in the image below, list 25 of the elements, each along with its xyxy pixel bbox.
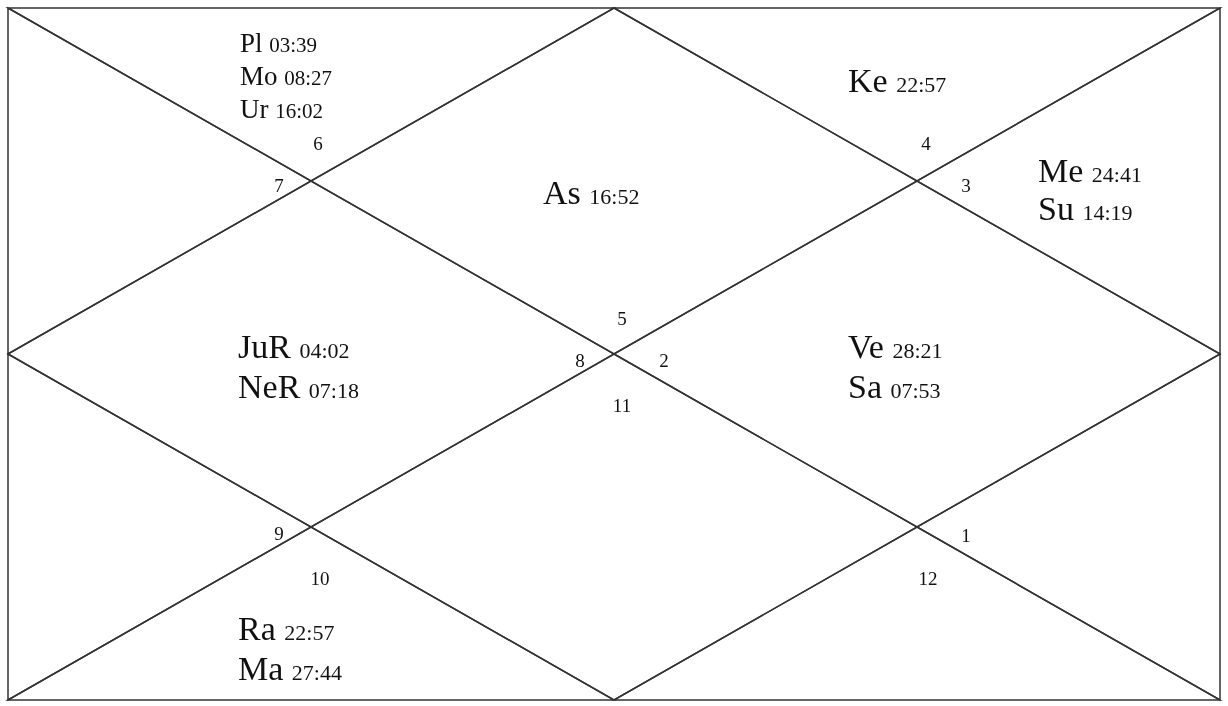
house-number: 10: [310, 568, 330, 588]
planet-position: Pl 03:39: [240, 30, 318, 57]
house-number: 4: [921, 133, 931, 153]
planet-position: Me 24:41: [1038, 154, 1142, 188]
planet-position: Ra 22:57: [238, 612, 335, 646]
house-number: 12: [918, 568, 938, 588]
planet-position: Sa 07:53: [848, 370, 941, 404]
planet-position: Ma 27:44: [238, 652, 342, 686]
planet-position: Ke 22:57: [848, 64, 947, 98]
house-number: 8: [575, 350, 585, 370]
house-number: 5: [617, 308, 627, 328]
house-number: 9: [274, 523, 284, 543]
house-number: 7: [274, 175, 284, 195]
planet-position: Mo 08:27: [240, 63, 333, 90]
house-number: 2: [659, 350, 669, 370]
planet-position: JuR 04:02: [238, 330, 350, 364]
planet-position: Ve 28:21: [848, 330, 943, 364]
house-number: 11: [612, 395, 632, 415]
house-number: 6: [313, 133, 323, 153]
planet-position: As 16:52: [543, 176, 640, 210]
planet-position: NeR 07:18: [238, 370, 359, 404]
house-number: 1: [961, 525, 971, 545]
planet-position: Su 14:19: [1038, 192, 1133, 226]
planet-position: Ur 16:02: [240, 96, 324, 123]
house-number: 3: [961, 175, 971, 195]
